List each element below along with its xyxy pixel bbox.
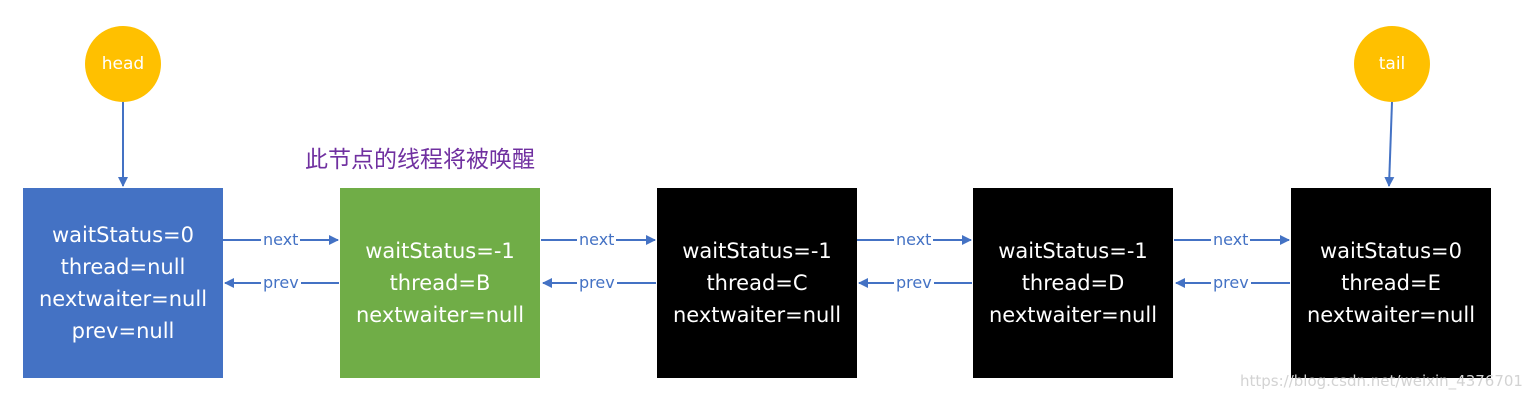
tail-pointer: tail — [1354, 26, 1430, 102]
node-c-wait-status: waitStatus=-1 — [682, 239, 832, 263]
next-label-1: next — [261, 230, 301, 249]
next-label-3: next — [894, 230, 934, 249]
head-pointer: head — [85, 26, 161, 102]
next-label-4: next — [1211, 230, 1251, 249]
node-c: waitStatus=-1 thread=C nextwaiter=null — [657, 188, 857, 378]
node-head-next-waiter: nextwaiter=null — [38, 287, 208, 311]
prev-label-2: prev — [577, 273, 617, 292]
tail-pointer-arrow — [1384, 101, 1395, 187]
head-pointer-label: head — [101, 54, 145, 74]
node-head: waitStatus=0 thread=null nextwaiter=null… — [23, 188, 223, 378]
node-b-thread: thread=B — [389, 271, 491, 295]
node-e-next-waiter: nextwaiter=null — [1306, 303, 1476, 327]
node-e: waitStatus=0 thread=E nextwaiter=null — [1291, 188, 1491, 378]
node-c-thread: thread=C — [706, 271, 808, 295]
tail-pointer-label: tail — [1378, 54, 1406, 74]
wake-annotation: 此节点的线程将被唤醒 — [305, 147, 535, 173]
node-e-wait-status: waitStatus=0 — [1320, 239, 1462, 263]
node-head-wait-status: waitStatus=0 — [52, 223, 194, 247]
watermark: https://blog.csdn.net/weixin_43767015 — [1240, 372, 1523, 390]
node-head-prev: prev=null — [71, 319, 175, 343]
node-c-next-waiter: nextwaiter=null — [672, 303, 842, 327]
node-b-next-waiter: nextwaiter=null — [355, 303, 525, 327]
prev-label-4: prev — [1211, 273, 1251, 292]
node-e-thread: thread=E — [1341, 271, 1441, 295]
prev-label-3: prev — [894, 273, 934, 292]
node-d-thread: thread=D — [1021, 271, 1125, 295]
node-b-wait-status: waitStatus=-1 — [365, 239, 515, 263]
node-d-wait-status: waitStatus=-1 — [998, 239, 1148, 263]
next-label-2: next — [577, 230, 617, 249]
node-d-next-waiter: nextwaiter=null — [988, 303, 1158, 327]
prev-label-1: prev — [261, 273, 301, 292]
node-b: waitStatus=-1 thread=B nextwaiter=null — [340, 188, 540, 378]
node-head-thread: thread=null — [60, 255, 186, 279]
node-d: waitStatus=-1 thread=D nextwaiter=null — [973, 188, 1173, 378]
